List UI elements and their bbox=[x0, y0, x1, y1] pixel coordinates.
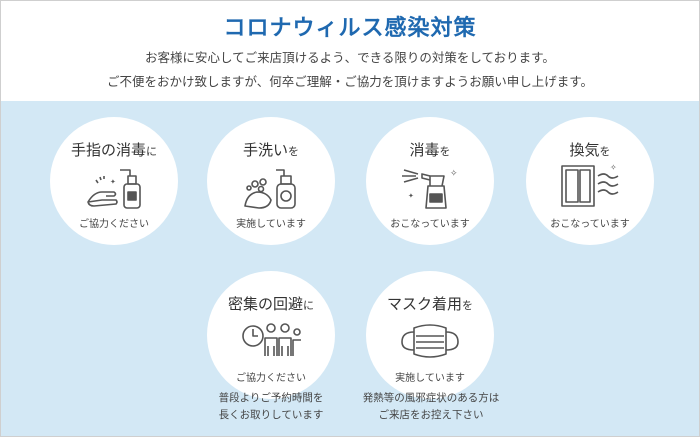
measure-mask: マスク着用を 実施しています bbox=[366, 271, 494, 399]
handwash-icon bbox=[244, 169, 296, 209]
hand-sanitizer-icon: ✦ bbox=[87, 169, 141, 209]
measure-subtitle: 実施しています bbox=[395, 373, 465, 384]
reservation-note-line-2: 長くお取りしています bbox=[218, 409, 324, 421]
measure-subtitle: おこなっています bbox=[550, 219, 630, 230]
spray-bottle-icon: ✧ ✦ bbox=[402, 169, 458, 209]
header: コロナウィルス感染対策 お客様に安心してご来店頂けるよう、できる限りの対策をして… bbox=[1, 1, 699, 101]
intro-line-2: ご不便をおかけ致しますが、何卒ご理解・ご協力を頂けますようお願い申し上げます。 bbox=[106, 74, 593, 89]
measure-hand-washing: 手洗いを 実施しています bbox=[207, 117, 335, 245]
measure-title: 手指の消毒に bbox=[70, 141, 157, 159]
measure-hand-disinfection: 手指の消毒に ✦ ご協力ください bbox=[50, 117, 178, 245]
measure-subtitle: ご協力ください bbox=[79, 219, 149, 230]
measure-title: マスク着用を bbox=[386, 295, 473, 313]
measure-title: 換気を bbox=[569, 141, 611, 159]
measure-disinfection: 消毒を ✧ ✦ おこなっています bbox=[366, 117, 494, 245]
measure-title: 密集の回避に bbox=[227, 295, 314, 313]
measure-subtitle: 実施しています bbox=[236, 219, 306, 230]
svg-text:✦: ✦ bbox=[110, 178, 116, 186]
svg-text:✦: ✦ bbox=[408, 192, 414, 200]
intro-line-1: お客様に安心してご来店頂けるよう、できる限りの対策をしております。 bbox=[145, 50, 555, 65]
crowd-clock-icon bbox=[242, 323, 301, 356]
measures-panel: 手指の消毒に ✦ ご協力ください 手洗いを bbox=[1, 101, 699, 436]
measure-subtitle: ご協力ください bbox=[236, 373, 306, 384]
page-title: コロナウィルス感染対策 bbox=[223, 16, 477, 41]
fever-note-line-1: 発熱等の風邪症状のある方は bbox=[362, 392, 500, 404]
measure-subtitle: おこなっています bbox=[390, 219, 470, 230]
svg-text:✧: ✧ bbox=[450, 169, 458, 179]
reservation-note-line-1: 普段よりご予約時間を bbox=[218, 392, 324, 404]
measure-title: 消毒を bbox=[409, 141, 451, 159]
svg-text:✧: ✧ bbox=[610, 163, 617, 172]
face-mask-icon bbox=[401, 324, 459, 358]
fever-note-line-2: ご来店をお控え下さい bbox=[378, 409, 484, 421]
window-ventilation-icon: ✧ bbox=[561, 163, 619, 207]
reservation-note: 普段よりご予約時間を 長くお取りしています bbox=[197, 390, 345, 424]
measure-avoid-crowds: 密集の回避に ご協力ください bbox=[207, 271, 335, 399]
fever-note: 発熱等の風邪症状のある方は ご来店をお控え下さい bbox=[346, 390, 516, 424]
measure-ventilation: 換気を ✧ おこなっています bbox=[526, 117, 654, 245]
measure-title: 手洗いを bbox=[242, 141, 299, 159]
